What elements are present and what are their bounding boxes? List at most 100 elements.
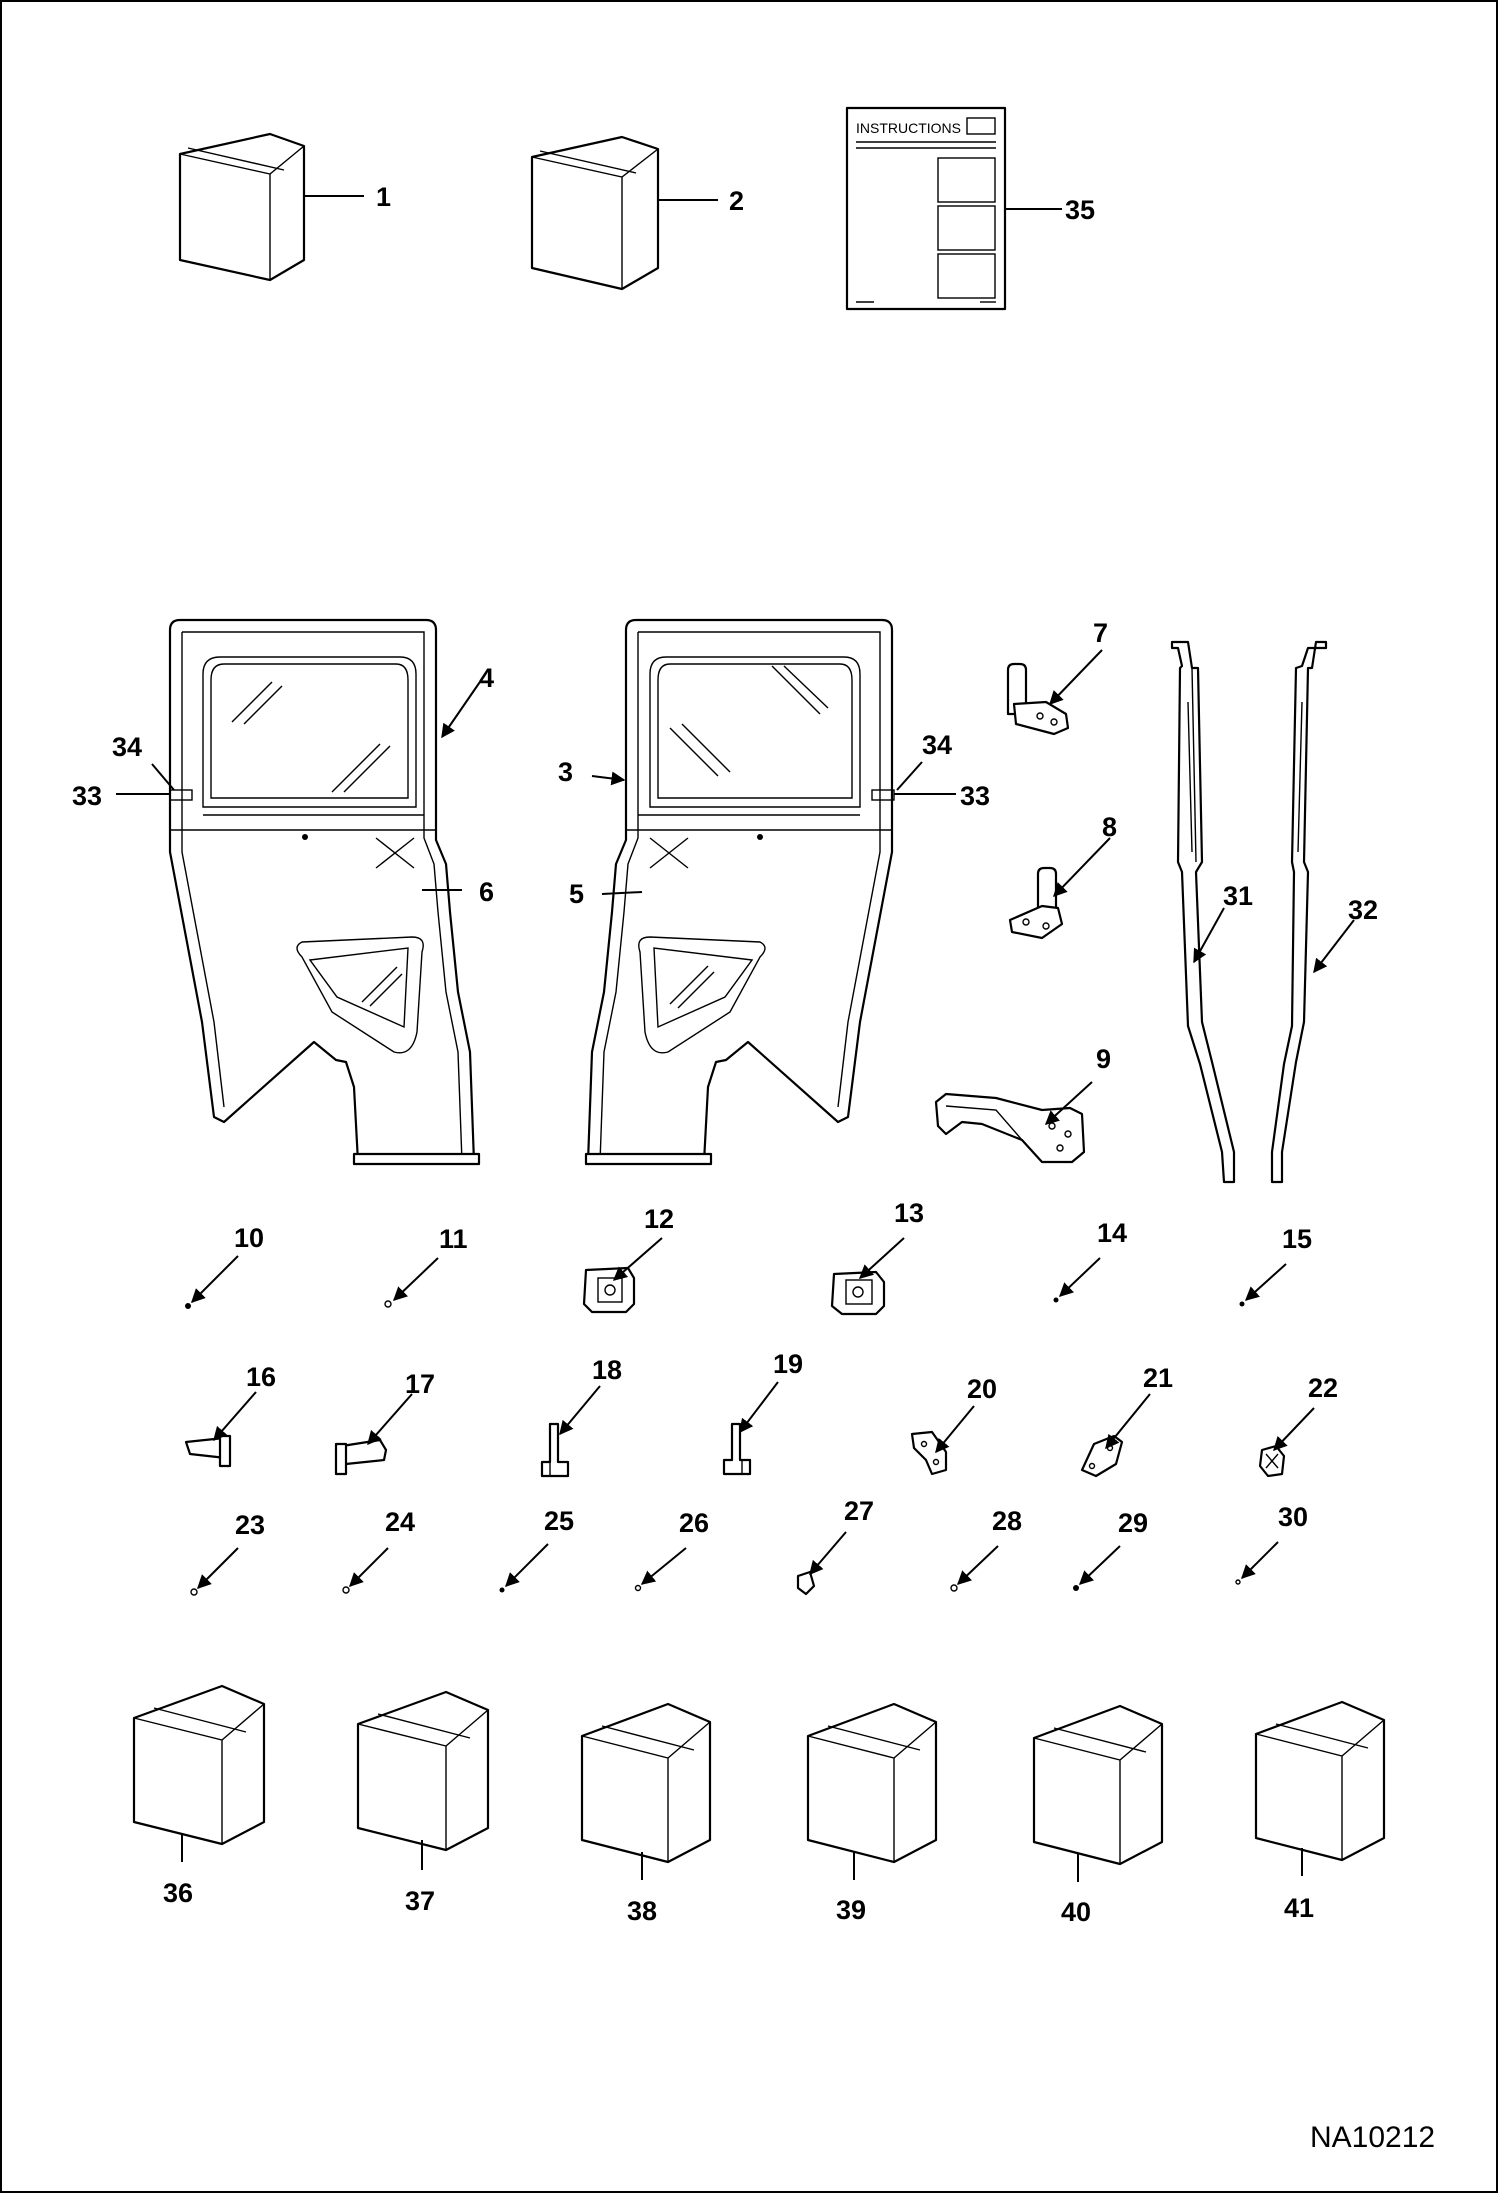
leader-34-right (896, 761, 923, 791)
callout-1: 1 (376, 182, 391, 212)
callout-39: 39 (836, 1895, 866, 1925)
part-15 (1239, 1301, 1245, 1307)
part-10 (185, 1303, 191, 1309)
leader-34-left (151, 763, 175, 791)
reference-code: NA10212 (1310, 2121, 1435, 2154)
callout-40: 40 (1061, 1897, 1091, 1927)
callout-29: 29 (1118, 1508, 1148, 1538)
leader-18 (559, 1385, 601, 1436)
part-11 (384, 1300, 392, 1308)
leader-25 (505, 1543, 549, 1587)
leader-29 (1078, 1545, 1121, 1585)
leader-7 (1049, 649, 1103, 706)
callout-25: 25 (544, 1506, 574, 1536)
instruction-sheet: INSTRUCTIONS (845, 106, 1007, 311)
callout-11: 11 (439, 1224, 468, 1254)
callout-8: 8 (1102, 812, 1117, 842)
callout-19: 19 (773, 1349, 803, 1379)
callout-33-left: 33 (72, 781, 102, 811)
door-left (168, 618, 481, 1166)
leader-11 (392, 1257, 439, 1301)
leader-15 (1244, 1263, 1287, 1301)
leader-8 (1053, 837, 1111, 898)
callout-4: 4 (479, 663, 494, 693)
part-24 (342, 1586, 350, 1594)
part-box-1 (178, 132, 306, 282)
part-box-36 (132, 1684, 266, 1846)
leader-21 (1105, 1393, 1151, 1450)
leader-9 (1044, 1081, 1093, 1125)
part-26 (634, 1584, 642, 1592)
leader-19 (739, 1381, 779, 1434)
callout-31: 31 (1223, 881, 1253, 911)
leader-5 (601, 891, 643, 895)
callout-28: 28 (992, 1506, 1022, 1536)
callout-18: 18 (592, 1355, 622, 1385)
leader-16 (213, 1391, 257, 1442)
callout-6: 6 (479, 877, 494, 907)
part-box-41 (1254, 1700, 1386, 1862)
callout-5: 5 (569, 879, 584, 909)
part-hinge-7 (1006, 662, 1070, 736)
callout-9: 9 (1096, 1044, 1111, 1074)
door-right (584, 618, 895, 1166)
leader-14 (1058, 1257, 1101, 1297)
leader-3 (591, 771, 626, 786)
callout-30: 30 (1278, 1502, 1308, 1532)
part-box-37 (356, 1690, 490, 1852)
callout-7: 7 (1093, 618, 1108, 648)
part-latch-13 (830, 1270, 886, 1316)
leader-28 (956, 1545, 999, 1585)
callout-21: 21 (1143, 1363, 1173, 1393)
callout-23: 23 (235, 1510, 265, 1540)
leader-30 (1241, 1541, 1279, 1579)
part-box-40 (1032, 1704, 1164, 1866)
leader-12 (612, 1237, 663, 1281)
part-17 (334, 1438, 388, 1476)
callout-12: 12 (644, 1204, 674, 1234)
callout-33-right: 33 (960, 781, 990, 811)
callout-37: 37 (405, 1886, 435, 1916)
part-bracket-18 (540, 1422, 570, 1478)
part-bracket-19 (722, 1422, 752, 1476)
callout-41: 41 (1284, 1893, 1314, 1923)
callout-36: 36 (163, 1878, 193, 1908)
leader-22 (1273, 1407, 1315, 1452)
leader-26 (640, 1547, 687, 1585)
callout-17: 17 (405, 1369, 435, 1399)
part-plate-20 (910, 1430, 948, 1476)
leader-32 (1313, 919, 1355, 974)
callout-34-left: 34 (112, 732, 142, 762)
callout-10: 10 (234, 1223, 264, 1253)
part-plate-21 (1080, 1434, 1124, 1478)
part-14 (1053, 1297, 1059, 1303)
callout-13: 13 (894, 1198, 924, 1228)
instruction-sheet-title: INSTRUCTIONS (856, 120, 961, 136)
leader-20 (935, 1405, 975, 1454)
part-rail-31 (1170, 640, 1236, 1184)
callout-16: 16 (246, 1362, 276, 1392)
leader-17 (367, 1393, 413, 1446)
callout-24: 24 (385, 1507, 415, 1537)
leader-27 (809, 1531, 847, 1576)
callout-26: 26 (679, 1508, 709, 1538)
callout-2: 2 (729, 186, 744, 216)
callout-34-right: 34 (922, 730, 952, 760)
leader-31 (1193, 907, 1225, 964)
callout-3: 3 (558, 757, 573, 787)
callout-38: 38 (627, 1896, 657, 1926)
leader-13 (858, 1237, 905, 1279)
part-23 (190, 1588, 198, 1596)
callout-27: 27 (844, 1496, 874, 1526)
part-22 (1258, 1444, 1286, 1478)
part-30 (1235, 1579, 1241, 1585)
part-rail-32 (1270, 640, 1328, 1184)
part-latch-12 (582, 1266, 636, 1314)
callout-32: 32 (1348, 895, 1378, 925)
part-25 (499, 1587, 505, 1593)
callout-35: 35 (1065, 195, 1095, 225)
leader-23 (197, 1547, 239, 1589)
leader-4 (441, 675, 485, 739)
